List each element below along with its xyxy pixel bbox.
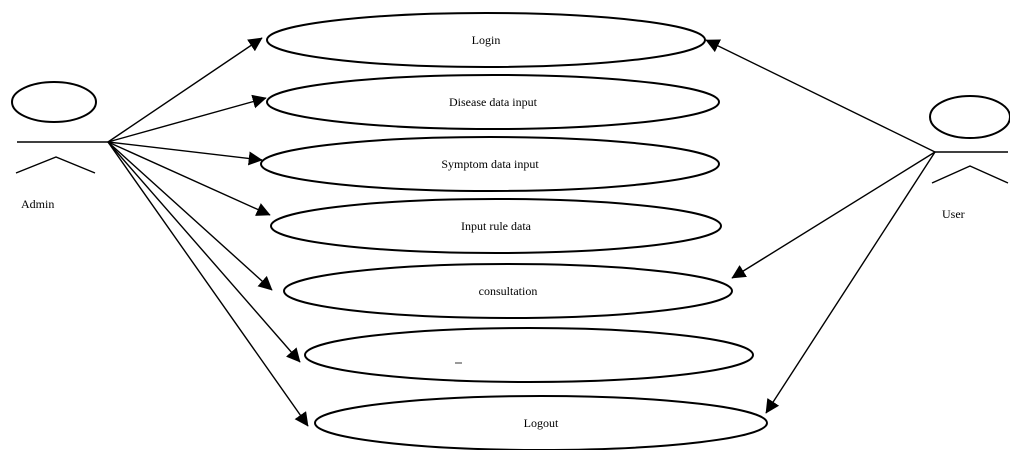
admin-head — [11, 81, 97, 123]
admin-actor: Admin — [11, 81, 108, 211]
admin-to-logout-arrow — [107, 141, 309, 427]
use-case-logout-label: Logout — [524, 416, 559, 430]
use-case-logout: Logout — [314, 395, 768, 450]
user-associations — [705, 39, 936, 414]
use-case-consultation-ellipse — [283, 263, 733, 319]
use-case-consultation: consultation — [283, 263, 733, 319]
user-to-consultation-arrow — [731, 151, 936, 279]
use-case-disease-label: Disease data input — [449, 95, 538, 109]
use-case-blank — [304, 327, 754, 383]
use-case-symptom: Symptom data input — [260, 136, 720, 192]
use-case-symptom-ellipse — [260, 136, 720, 192]
user-legs — [931, 165, 1009, 184]
user-to-login-arrow — [705, 39, 936, 153]
use-case-consultation-label: consultation — [479, 284, 538, 298]
admin-label: Admin — [21, 197, 54, 211]
admin-legs — [15, 156, 96, 174]
admin-to-rule-arrow — [107, 141, 271, 216]
user-actor: User — [929, 95, 1010, 221]
use-case-rule: Input rule data — [270, 198, 722, 254]
admin-to-blank-arrow — [107, 141, 301, 363]
use-case-logout-ellipse — [314, 395, 768, 450]
use-case-symptom-label: Symptom data input — [441, 157, 539, 171]
use-case-login-ellipse — [266, 12, 706, 68]
admin-associations — [107, 37, 309, 427]
user-to-logout-arrow — [765, 151, 936, 414]
admin-to-disease-arrow — [107, 94, 267, 143]
user-label: User — [942, 207, 965, 221]
use-case-disease-ellipse — [266, 74, 720, 130]
admin-to-consultation-arrow — [107, 141, 273, 291]
use-case-login: Login — [266, 12, 706, 68]
use-case-disease: Disease data input — [266, 74, 720, 130]
use-case-rule-label: Input rule data — [461, 219, 532, 233]
use-case-rule-ellipse — [270, 198, 722, 254]
use-case-blank-ellipse — [304, 327, 754, 383]
user-head — [929, 95, 1010, 139]
admin-to-symptom-arrow — [107, 141, 263, 166]
admin-to-login-arrow — [107, 37, 263, 143]
use-case-login-label: Login — [472, 33, 501, 47]
